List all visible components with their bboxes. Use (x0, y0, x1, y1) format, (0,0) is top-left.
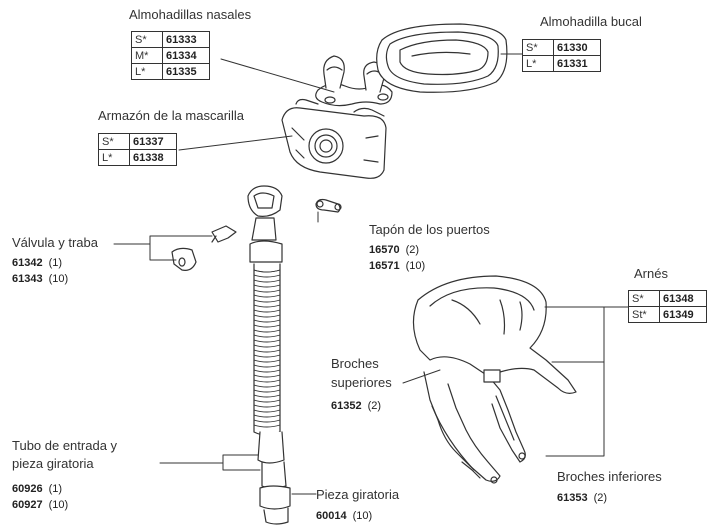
size-label: St* (629, 307, 660, 323)
inlet-tube-code-row: 60926 (1) (12, 483, 62, 496)
nasal-pillows-title: Almohadillas nasales (129, 7, 251, 23)
upper-clips-title-line1: Broches (331, 356, 379, 372)
size-label: L* (132, 64, 163, 80)
inlet-tube-title-line1: Tubo de entrada y (12, 438, 117, 454)
swivel-title: Pieza giratoria (316, 487, 399, 503)
size-row: L* 61331 (523, 56, 601, 72)
headgear-title: Arnés (634, 266, 668, 282)
size-row: L* 61335 (132, 64, 210, 80)
part-code: 61334 (163, 48, 210, 64)
part-code: 16571 (369, 260, 400, 272)
port-cap-code-row: 16571 (10) (369, 260, 425, 273)
part-code: 61349 (660, 307, 707, 323)
valve-clip-code-row: 61342 (1) (12, 257, 62, 270)
swivel-code-row: 60014 (10) (316, 510, 372, 523)
nasal-pillows-size-table: S* 61333 M* 61334 L* 61335 (131, 31, 210, 80)
part-code: 61353 (557, 492, 588, 504)
valve-clip-title: Válvula y traba (12, 235, 98, 251)
part-code: 61330 (554, 40, 601, 56)
lower-clips-title: Broches inferiores (557, 469, 662, 485)
mask-frame-size-table: S* 61337 L* 61338 (98, 133, 177, 166)
pack-quantity: (10) (49, 273, 69, 285)
oral-cushion-size-table: S* 61330 L* 61331 (522, 39, 601, 72)
part-code: 61335 (163, 64, 210, 80)
part-code: 61342 (12, 257, 43, 269)
inlet-tube-code-row: 60927 (10) (12, 499, 68, 512)
part-code: 60926 (12, 483, 43, 495)
pack-quantity: (1) (49, 257, 62, 269)
size-row: St* 61349 (629, 307, 707, 323)
part-code: 61333 (163, 32, 210, 48)
valve-clip-illustration (172, 226, 236, 270)
part-code: 60927 (12, 499, 43, 511)
inlet-tube-title-line2: pieza giratoria (12, 456, 94, 472)
port-cap-illustration (316, 200, 341, 213)
size-label: S* (523, 40, 554, 56)
size-row: S* 61330 (523, 40, 601, 56)
size-row: M* 61334 (132, 48, 210, 64)
part-code: 61348 (660, 291, 707, 307)
port-cap-code-row: 16570 (2) (369, 244, 419, 257)
size-label: S* (629, 291, 660, 307)
tube-illustration (248, 186, 290, 524)
pack-quantity: (10) (49, 499, 69, 511)
part-code: 16570 (369, 244, 400, 256)
upper-clips-title-line2: superiores (331, 375, 392, 391)
size-label: S* (132, 32, 163, 48)
mask-frame-illustration (282, 100, 386, 179)
oral-cushion-illustration (377, 24, 507, 92)
pack-quantity: (2) (368, 400, 381, 412)
upper-clips-code-row: 61352 (2) (331, 400, 381, 413)
pack-quantity: (1) (49, 483, 62, 495)
part-code: 61338 (130, 150, 177, 166)
valve-clip-code-row: 61343 (10) (12, 273, 68, 286)
oral-cushion-title: Almohadilla bucal (540, 14, 642, 30)
part-code: 61337 (130, 134, 177, 150)
lower-clips-code-row: 61353 (2) (557, 492, 607, 505)
part-code: 61352 (331, 400, 362, 412)
size-row: L* 61338 (99, 150, 177, 166)
pack-quantity: (2) (406, 244, 419, 256)
size-label: L* (523, 56, 554, 72)
part-code: 60014 (316, 510, 347, 522)
size-label: M* (132, 48, 163, 64)
pack-quantity: (10) (353, 510, 373, 522)
headgear-size-table: S* 61348 St* 61349 (628, 290, 707, 323)
size-row: S* 61333 (132, 32, 210, 48)
size-row: S* 61348 (629, 291, 707, 307)
port-cap-title: Tapón de los puertos (369, 222, 490, 238)
size-label: L* (99, 150, 130, 166)
pack-quantity: (2) (594, 492, 607, 504)
pack-quantity: (10) (406, 260, 426, 272)
part-code: 61343 (12, 273, 43, 285)
part-code: 61331 (554, 56, 601, 72)
size-label: S* (99, 134, 130, 150)
mask-frame-title: Armazón de la mascarilla (98, 108, 244, 124)
size-row: S* 61337 (99, 134, 177, 150)
